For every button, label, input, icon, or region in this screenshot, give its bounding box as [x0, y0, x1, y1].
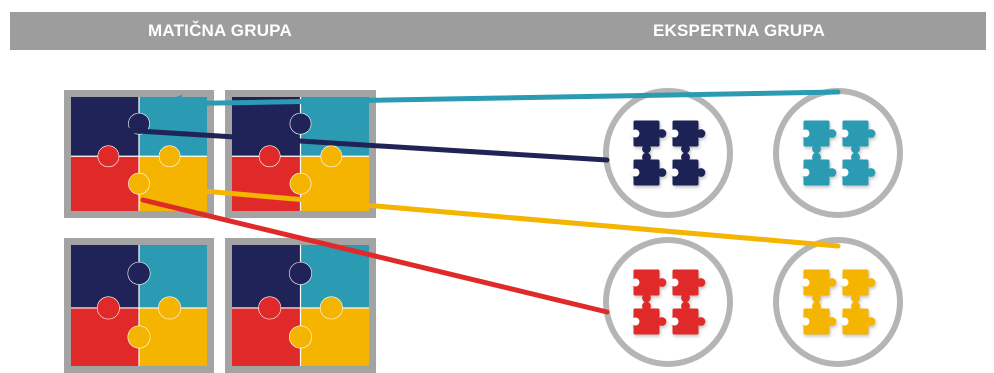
home-group-top-left: [64, 90, 214, 218]
expert-circle: [603, 88, 733, 218]
connector-navy: [119, 127, 610, 163]
puzzle-knob-fill: [159, 146, 180, 167]
expert-group-red: [603, 237, 733, 367]
puzzle-piece-icon: [801, 269, 837, 303]
home-group-title: MATIČNA GRUPA: [148, 21, 292, 40]
expert-group-title: EKSPERTNA GRUPA: [653, 21, 826, 40]
puzzle-piece-icon: [631, 120, 667, 154]
home-group-bottom-left: [64, 238, 214, 373]
connector-red: [140, 197, 610, 315]
puzzle-piece-icon: [631, 269, 667, 303]
puzzle-piece-icon: [840, 301, 876, 335]
connector-yellow: [188, 187, 841, 249]
expert-group-yellow: [773, 237, 903, 367]
expert-circle: [773, 88, 903, 218]
expert-circle: [603, 237, 733, 367]
puzzle-knob-fill: [289, 262, 312, 285]
puzzle-piece-icon: [670, 269, 706, 303]
puzzle-knob-fill: [128, 173, 150, 194]
puzzle-knob-fill: [158, 297, 181, 319]
puzzle-knob-fill: [98, 146, 119, 167]
puzzle-knob-fill: [320, 297, 343, 319]
puzzle-knob-fill: [289, 326, 312, 348]
puzzle-knob-fill: [321, 146, 342, 167]
expert-group-navy: [603, 88, 733, 218]
puzzle-knob-fill: [128, 326, 150, 348]
puzzle-piece-icon: [801, 152, 837, 186]
puzzle-piece-icon: [670, 120, 706, 154]
puzzle-piece-icon: [801, 301, 837, 335]
puzzle-knob-fill: [128, 262, 150, 285]
connector-teal: [157, 89, 841, 107]
connector-arrowhead: [160, 94, 183, 113]
puzzle-knob-fill: [290, 173, 311, 194]
puzzle-knob-fill: [258, 297, 281, 319]
puzzle-knob-fill: [259, 146, 280, 167]
puzzle-piece-icon: [670, 152, 706, 186]
puzzle-piece-icon: [840, 120, 876, 154]
header-bar: MATIČNA GRUPA EKSPERTNA GRUPA: [10, 12, 986, 50]
puzzle-knob-fill: [97, 297, 120, 319]
puzzle-piece-icon: [631, 301, 667, 335]
puzzle-piece-icon: [840, 269, 876, 303]
expert-circle: [773, 237, 903, 367]
puzzle-piece-icon: [670, 301, 706, 335]
puzzle-knob-fill: [290, 113, 311, 134]
puzzle-piece-icon: [801, 120, 837, 154]
puzzle-piece-icon: [840, 152, 876, 186]
expert-group-teal: [773, 88, 903, 218]
puzzle-piece-icon: [631, 152, 667, 186]
home-group-bottom-right: [225, 238, 376, 373]
